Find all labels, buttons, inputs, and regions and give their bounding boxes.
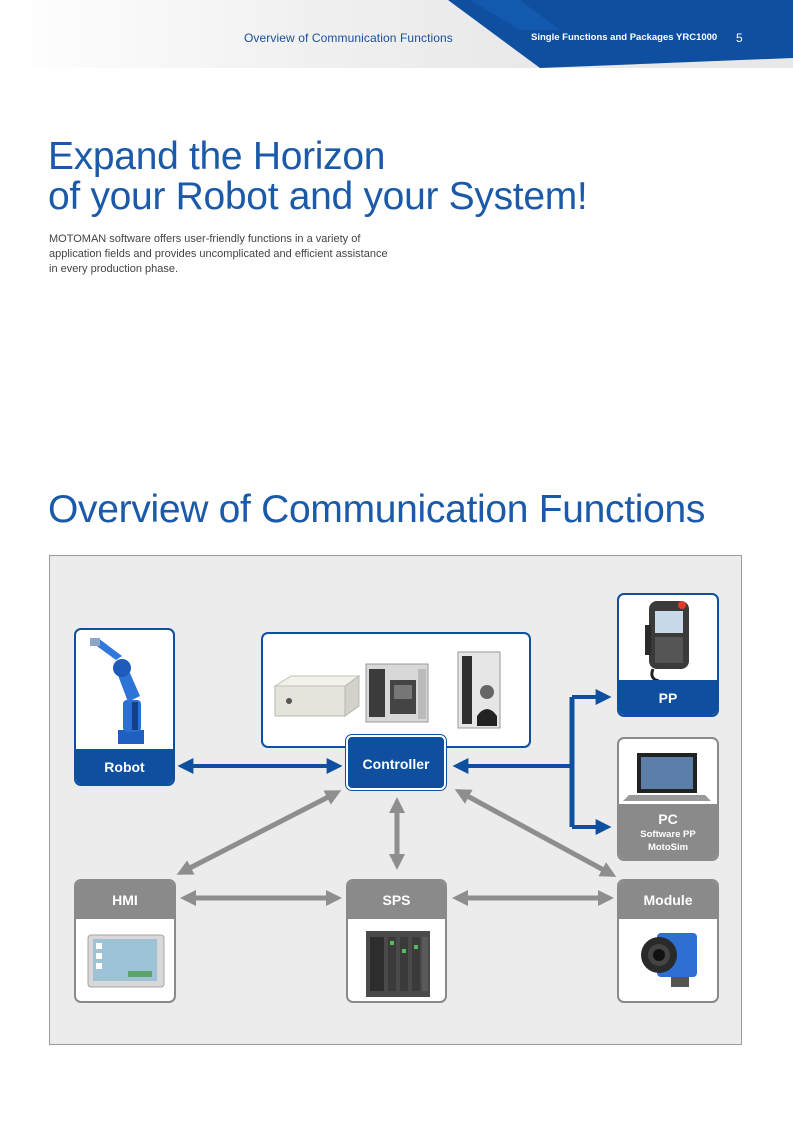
robot-label: Robot [76, 749, 173, 784]
hmi-panel-icon [87, 934, 165, 988]
camera-module-icon [641, 933, 697, 987]
plc-icon [366, 931, 430, 997]
header-product-title: Single Functions and Packages YRC1000 [531, 32, 718, 43]
pc-label: PC [658, 811, 678, 827]
hero-title-line1: Expand the Horizon [48, 135, 386, 178]
intro-paragraph: MOTOMAN software offers user-friendly fu… [49, 232, 459, 277]
pc-label-block: PC Software PP MotoSim [619, 804, 717, 859]
controller-cabinets-icon [273, 651, 501, 729]
header-section-title: Overview of Communication Functions [244, 31, 453, 45]
intro-line: MOTOMAN software offers user-friendly fu… [49, 233, 361, 245]
pc-card: PC Software PP MotoSim [617, 737, 719, 861]
arrow-hmi-controller [176, 790, 342, 875]
intro-line: in every production phase. [49, 263, 179, 275]
module-card: Module [617, 879, 719, 1003]
intro-line: application fields and provides uncompli… [49, 248, 388, 260]
hero-title-line2: of your Robot and your System! [48, 175, 588, 218]
pc-sub-motosim: MotoSim [647, 842, 689, 853]
laptop-icon [623, 753, 711, 801]
pp-card: PP [617, 593, 719, 717]
robot-arm-icon [90, 638, 144, 744]
arrow-module-controller [454, 789, 617, 877]
page-number: 5 [736, 31, 743, 45]
pp-label: PP [619, 680, 717, 715]
hmi-label: HMI [76, 881, 174, 919]
sps-label: SPS [348, 881, 445, 919]
hmi-card: HMI [74, 879, 176, 1003]
header-blue-band [448, 0, 793, 68]
controller-node: Controller [346, 735, 446, 790]
sps-card: SPS [346, 879, 447, 1003]
controller-images-card [261, 632, 531, 748]
teach-pendant-icon [645, 601, 689, 681]
robot-card: Robot [74, 628, 175, 786]
pc-sub-software-pp: Software PP [640, 829, 696, 840]
overview-title: Overview of Communication Functions [48, 488, 706, 531]
module-label: Module [619, 881, 717, 919]
